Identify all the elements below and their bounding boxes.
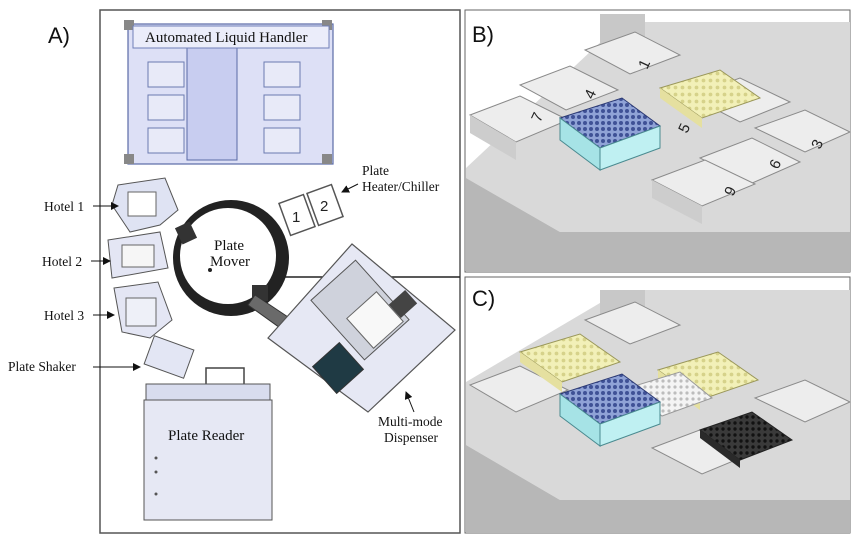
hotel3-label: Hotel 3 <box>44 308 84 323</box>
plate-mover: Plate Mover <box>173 200 289 316</box>
heater-label-2: Heater/Chiller <box>362 179 440 194</box>
heater-position-1: 1 <box>292 209 300 226</box>
panel-a: A) Automated Liquid Handler <box>8 9 461 534</box>
heater-chiller: 1 2 Plate Heater/Chiller <box>278 163 440 237</box>
hotel1-label: Hotel 1 <box>44 199 84 214</box>
panel-b: 1 3 4 5 6 7 9 B) <box>464 9 852 273</box>
panel-c: C) <box>464 276 852 534</box>
plate-shaker: Plate Shaker <box>8 335 195 379</box>
heater-label-1: Plate <box>362 163 389 178</box>
liquid-handler: Automated Liquid Handler <box>124 20 334 165</box>
plate-mover-label-2: Mover <box>210 254 250 270</box>
hotel2-label: Hotel 2 <box>42 254 82 269</box>
panel-a-label: A) <box>48 23 70 48</box>
panel-c-label: C) <box>472 286 495 311</box>
liquid-handler-label: Automated Liquid Handler <box>145 30 307 46</box>
dispenser-label-2: Dispenser <box>384 430 438 445</box>
shaker-label: Plate Shaker <box>8 359 76 374</box>
reader-label: Plate Reader <box>168 428 244 444</box>
heater-position-2: 2 <box>320 198 328 215</box>
plate-mover-label-1: Plate <box>214 238 244 254</box>
hotels: Hotel 1 Hotel 2 Hotel 3 <box>42 177 179 339</box>
dispenser-label-1: Multi-mode <box>378 414 443 429</box>
multi-mode-dispenser: Multi-mode Dispenser <box>267 243 456 445</box>
plate-reader: Plate Reader <box>143 367 273 521</box>
panel-b-label: B) <box>472 22 494 47</box>
